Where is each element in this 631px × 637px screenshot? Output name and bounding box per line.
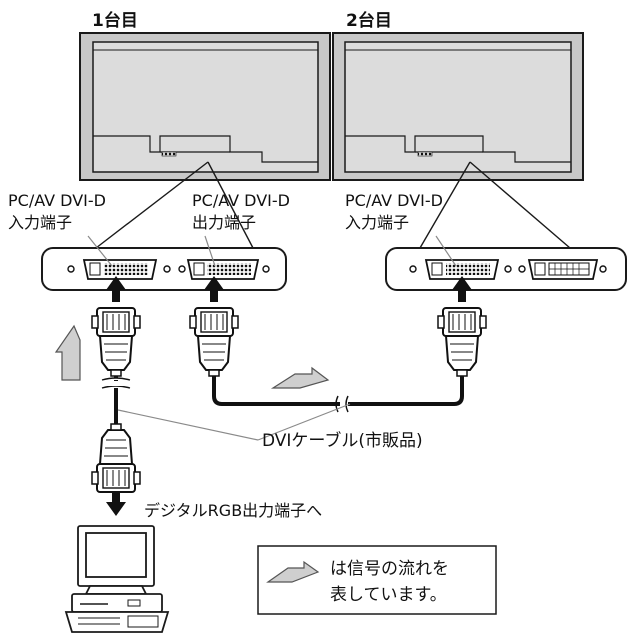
input-terminal-2-label-line2: 入力端子 [345,213,409,232]
pc-output-label: デジタルRGB出力端子へ [144,501,322,520]
legend-line-1: は信号の流れを [330,559,449,579]
terminal-panel-2 [385,247,627,291]
dvi-cable-pc-to-monitor-1 [91,307,141,493]
flow-arrow-right [270,366,330,389]
dvi-input-port-2 [424,259,500,280]
dvi-output-port-2 [527,259,599,280]
legend-arrow-icon [266,560,320,583]
dvi-cable-monitor-1-to-monitor-2 [189,307,487,413]
label-leaders [87,235,457,267]
signal-flow-legend: は信号の流れを 表しています。 [257,545,497,615]
signal-flow-arrows [54,324,330,389]
output-terminal-1-label-line2: 出力端子 [192,213,256,232]
insert-arrows [106,276,472,516]
flow-arrow-up [54,324,81,381]
dvi-input-port-1 [82,259,158,280]
dvi-output-port-1 [186,259,260,280]
input-terminal-1-label-line2: 入力端子 [8,213,72,232]
monitor-2-title: 2台目 [346,10,392,31]
legend-line-2: 表しています。 [330,585,447,605]
cable-label-leaders [117,403,351,441]
input-terminal-1-label-line1: PC/AV DVI-D [8,191,106,210]
terminal-panel-1 [41,247,287,291]
monitor-2: 2台目 [332,10,584,181]
input-terminal-2-label-line1: PC/AV DVI-D [345,191,443,210]
monitor-1-title: 1台目 [92,10,138,31]
cable-label: DVIケーブル(市販品) [262,430,423,451]
monitor-1: 1台目 [79,10,331,181]
output-terminal-1-label-line1: PC/AV DVI-D [192,191,290,210]
zoom-lines [95,161,571,249]
computer-icon [64,525,170,633]
